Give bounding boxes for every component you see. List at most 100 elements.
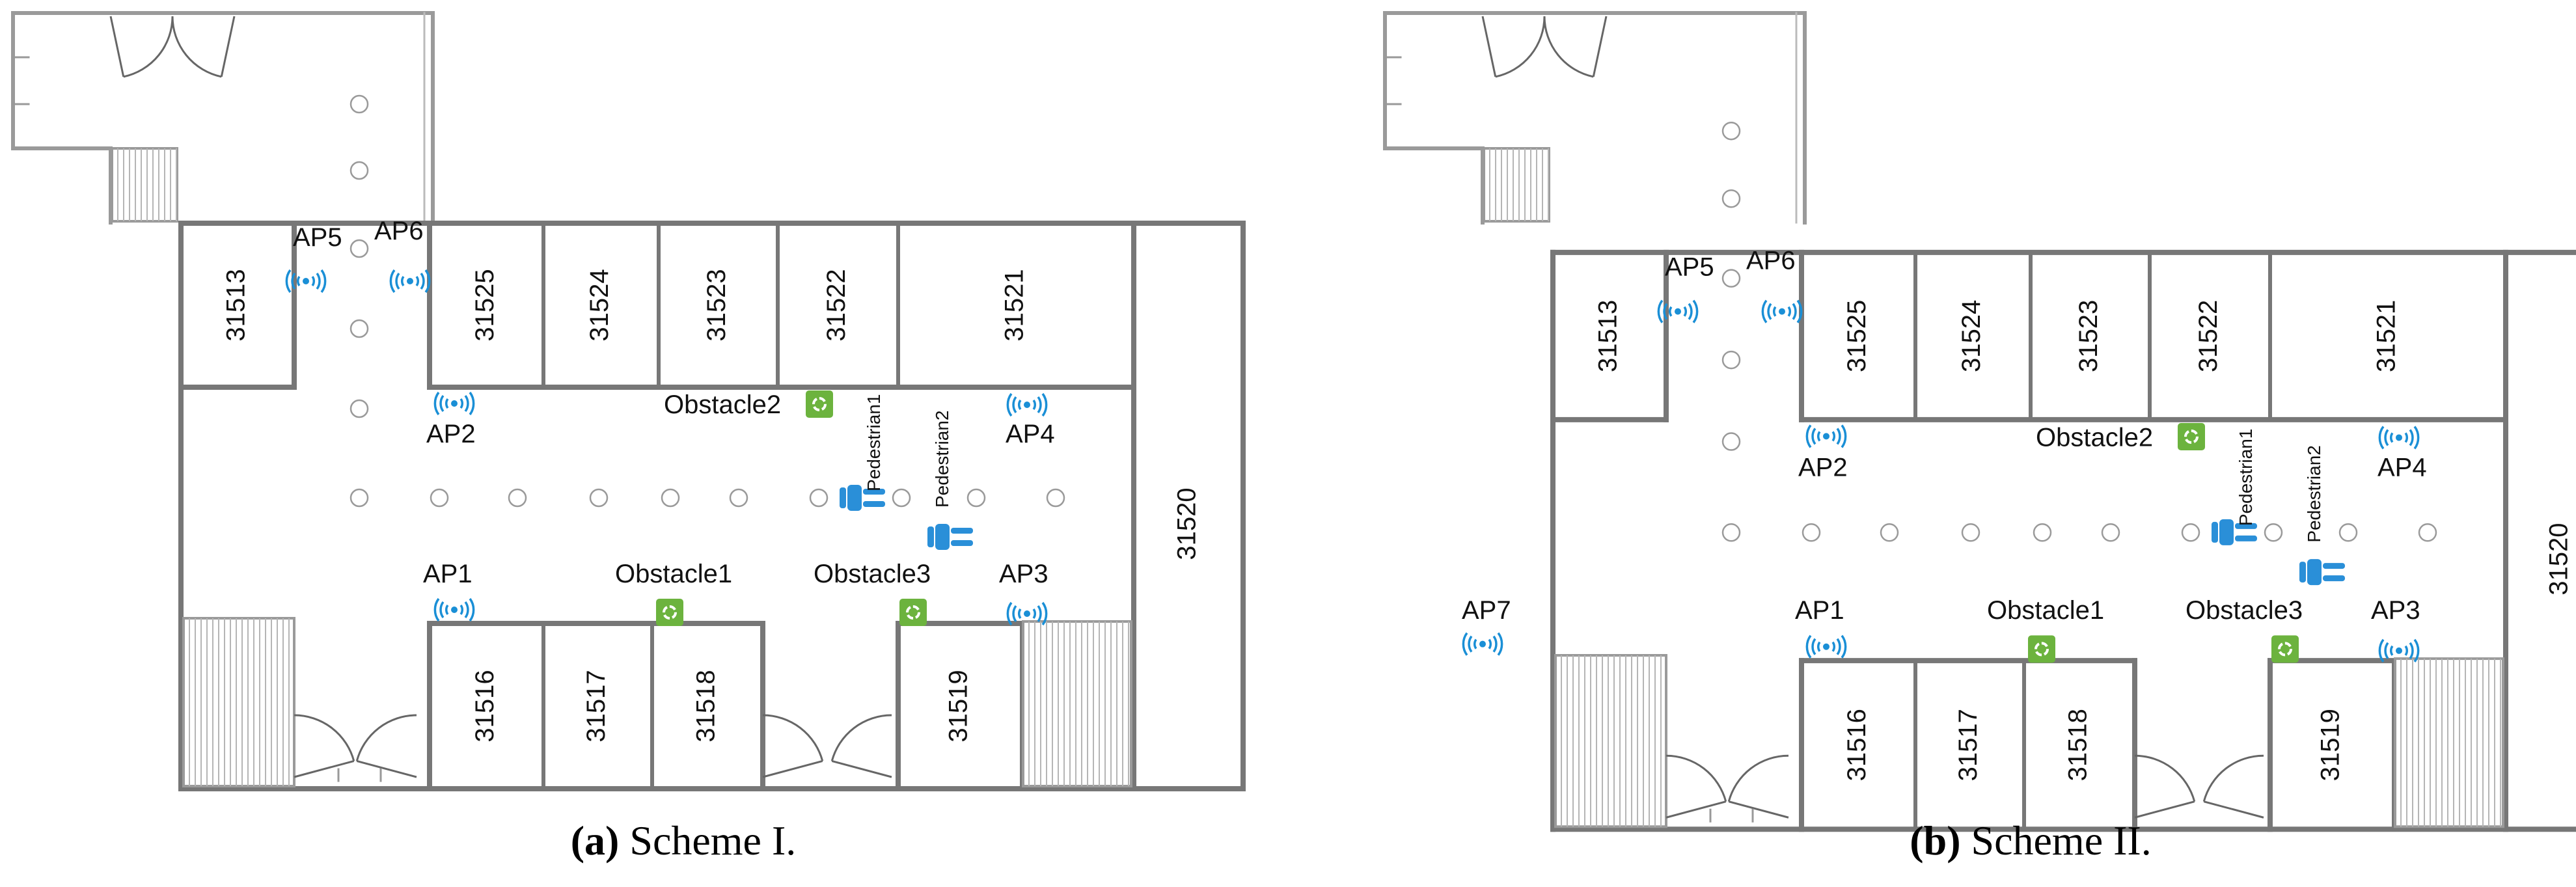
wifi-signal-icon (1006, 601, 1048, 626)
circle-marker-icon (349, 161, 369, 180)
stairs-hatch-right (1022, 620, 1132, 787)
access-point-label: AP1 (1795, 596, 1844, 625)
circle-marker-icon (1721, 350, 1741, 370)
stairs-hatch-right (2394, 657, 2504, 828)
entrance-door-left (1481, 16, 1546, 78)
door-swing-left-b (355, 714, 417, 778)
recycle-bin-icon (806, 390, 833, 418)
access-point-label: AP6 (374, 217, 424, 245)
room-label: 31513 (1594, 300, 1623, 372)
obstacle-label: Obstacle1 (1987, 596, 2104, 625)
room-label: 31524 (1957, 300, 1986, 372)
stairs-hatch-entrance (1483, 147, 1550, 223)
access-point-label: AP4 (1006, 420, 1055, 448)
room-label: 31521 (1000, 269, 1029, 341)
stairs-hatch-left (1554, 654, 1667, 828)
stairs-hatch-left (182, 617, 295, 787)
obstacle-obstacle1: Obstacle1 (615, 560, 732, 626)
obstacle-obstacle2: Obstacle2 (2036, 423, 2205, 452)
person-icon (2299, 559, 2345, 586)
door-swing-mid-a (2134, 754, 2196, 819)
entrance-door-left (109, 16, 174, 78)
circle-marker-icon (2033, 523, 2052, 542)
access-point-label: AP2 (1798, 454, 1848, 482)
circle-marker-icon (1721, 269, 1741, 288)
door-swing-left-a (1665, 754, 1727, 819)
obstacle-obstacle2: Obstacle2 (664, 390, 833, 419)
recycle-bin-icon (656, 599, 683, 626)
access-point-ap1: AP1 (423, 560, 475, 622)
wifi-signal-icon (2378, 426, 2420, 450)
caption-text: Scheme I. (619, 817, 797, 864)
circle-marker-icon (1721, 121, 1741, 141)
door-swing-mid-b (2202, 754, 2264, 819)
access-point-ap2: AP2 (426, 391, 476, 448)
obstacle-label: Obstacle2 (664, 390, 781, 419)
circle-marker-icon (1046, 488, 1065, 508)
pedestrian-label: Pedestrian1 (864, 394, 884, 491)
room-label: 31518 (692, 670, 720, 742)
obstacle-obstacle3: Obstacle3 (2185, 596, 2303, 663)
pedestrian-pedestrian1: Pedestrian1 (840, 394, 885, 511)
circle-marker-icon (1802, 523, 1821, 542)
access-point-ap1: AP1 (1795, 596, 1847, 659)
circle-marker-icon (508, 488, 527, 508)
caption-scheme-2: (b) Scheme II. (1770, 817, 2291, 875)
caption-text: Scheme II. (1960, 817, 2152, 864)
wifi-signal-icon (1761, 299, 1803, 323)
person-icon (840, 485, 885, 511)
entrance-door-right (1543, 16, 1608, 78)
door-swing-mid-b (830, 714, 892, 778)
access-point-label: AP7 (1462, 596, 1511, 625)
recycle-bin-icon (2178, 423, 2205, 450)
circle-marker-icon (892, 488, 911, 508)
access-point-ap4: AP4 (2377, 426, 2427, 482)
circle-marker-icon (1961, 523, 1980, 542)
circle-marker-icon (349, 399, 369, 418)
room-label: 31523 (2074, 300, 2103, 372)
wifi-signal-icon (1006, 392, 1048, 417)
pedestrian-label: Pedestrian2 (2304, 445, 2324, 542)
circle-marker-icon (349, 319, 369, 338)
pedestrian-label: Pedestrian1 (2236, 429, 2256, 526)
room-label: 31523 (702, 269, 731, 341)
circle-marker-icon (2264, 523, 2283, 542)
room-label: 31518 (2064, 709, 2092, 781)
obstacle-obstacle3: Obstacle3 (814, 560, 931, 626)
entrance-door-right (171, 16, 236, 78)
pedestrian-pedestrian2: Pedestrian2 (2299, 445, 2345, 586)
circle-marker-icon (661, 488, 680, 508)
access-point-label: AP5 (293, 223, 342, 252)
room-label: 31513 (222, 269, 251, 341)
room-label: 31519 (944, 670, 973, 742)
obstacle-label: Obstacle3 (2185, 596, 2303, 625)
room-label: 31516 (1843, 709, 1871, 781)
access-point-label: AP3 (999, 560, 1048, 588)
door-swing-left-a (294, 714, 355, 778)
door-swing-mid-a (762, 714, 824, 778)
caption-letter: (b) (1910, 817, 1961, 864)
access-point-label: AP4 (2377, 454, 2427, 482)
person-icon (2212, 519, 2257, 545)
circle-marker-icon (1721, 189, 1741, 208)
recycle-bin-icon (899, 599, 927, 626)
pedestrian-pedestrian1: Pedestrian1 (2212, 429, 2257, 545)
wifi-signal-icon (285, 269, 327, 293)
obstacle-label: Obstacle1 (615, 560, 732, 588)
access-point-ap6: AP6 (374, 217, 431, 293)
person-icon (927, 524, 973, 550)
circle-marker-icon (2338, 523, 2358, 542)
access-point-ap2: AP2 (1798, 424, 1848, 482)
circle-marker-icon (1721, 432, 1741, 451)
room-label: 31519 (2316, 709, 2345, 781)
room-label: 31521 (2372, 300, 2401, 372)
access-point-ap4: AP4 (1006, 392, 1055, 448)
room-label: 31524 (585, 269, 614, 341)
circle-marker-icon (729, 488, 748, 508)
room-label: 31516 (471, 670, 499, 742)
room-label: 31520 (1173, 487, 1201, 560)
access-point-label: AP6 (1746, 246, 1796, 275)
